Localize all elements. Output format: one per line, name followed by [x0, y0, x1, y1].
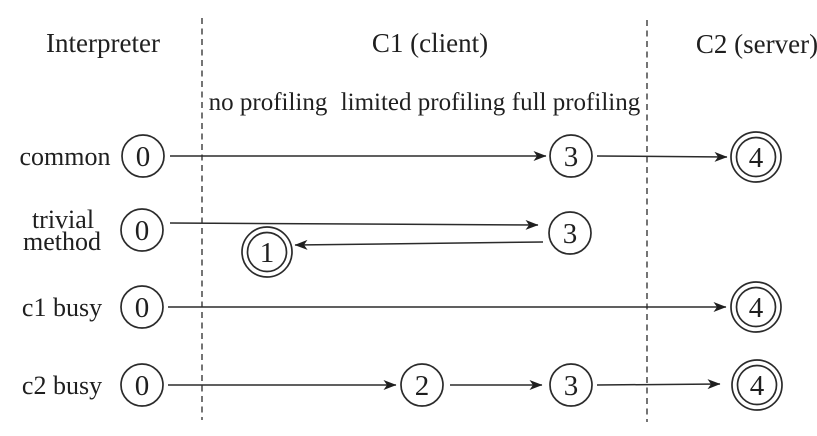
state-node-trivial-0: 0 [120, 208, 164, 252]
column-header-c2-server: C2 (server) [696, 29, 817, 59]
state-node-c2-busy-0: 0 [120, 363, 164, 407]
state-number: 0 [136, 141, 151, 173]
state-number: 0 [135, 370, 150, 402]
row-label-common: common [20, 142, 111, 171]
state-number: 4 [749, 142, 764, 174]
state-node-c2-busy-3: 3 [549, 363, 593, 407]
row-label-c2-busy: c2 busy [22, 371, 102, 400]
state-node-c2-busy-4-final: 4 [731, 359, 783, 411]
state-number: 4 [750, 370, 765, 402]
state-node-c1-busy-4-final: 4 [730, 281, 782, 333]
subheader-limited-profiling: limited profiling [341, 89, 506, 116]
column-header-c1-client: C1 (client) [372, 28, 488, 58]
column-header-interpreter: Interpreter [46, 28, 160, 58]
transition-common-3-4 [596, 151, 728, 162]
state-number: 0 [135, 215, 150, 247]
state-node-common-4-final: 4 [730, 131, 782, 183]
state-node-trivial-3: 3 [548, 211, 592, 255]
state-number: 4 [749, 292, 764, 324]
row-label-trivial-line2: method [23, 227, 101, 256]
transition-trivial-3-1 [294, 239, 544, 250]
state-node-common-3: 3 [549, 134, 593, 178]
state-number: 0 [135, 292, 150, 324]
row-label-trivial-line1: trivial [32, 205, 94, 234]
state-number: 1 [260, 237, 275, 269]
state-node-common-0: 0 [121, 134, 165, 178]
state-number: 3 [564, 370, 579, 402]
state-number: 2 [415, 370, 430, 402]
row-label-c1-busy: c1 busy [22, 293, 102, 322]
state-node-trivial-1-final: 1 [241, 226, 293, 278]
subheader-full-profiling: full profiling [512, 89, 641, 116]
transition-c2-busy-3-4 [596, 379, 721, 390]
state-node-c1-busy-0: 0 [120, 285, 164, 329]
state-node-c2-busy-2: 2 [400, 363, 444, 407]
state-number: 3 [563, 218, 578, 250]
transition-trivial-0-3 [169, 219, 539, 230]
state-number: 3 [564, 141, 579, 173]
subheader-no-profiling: no profiling [209, 89, 328, 116]
